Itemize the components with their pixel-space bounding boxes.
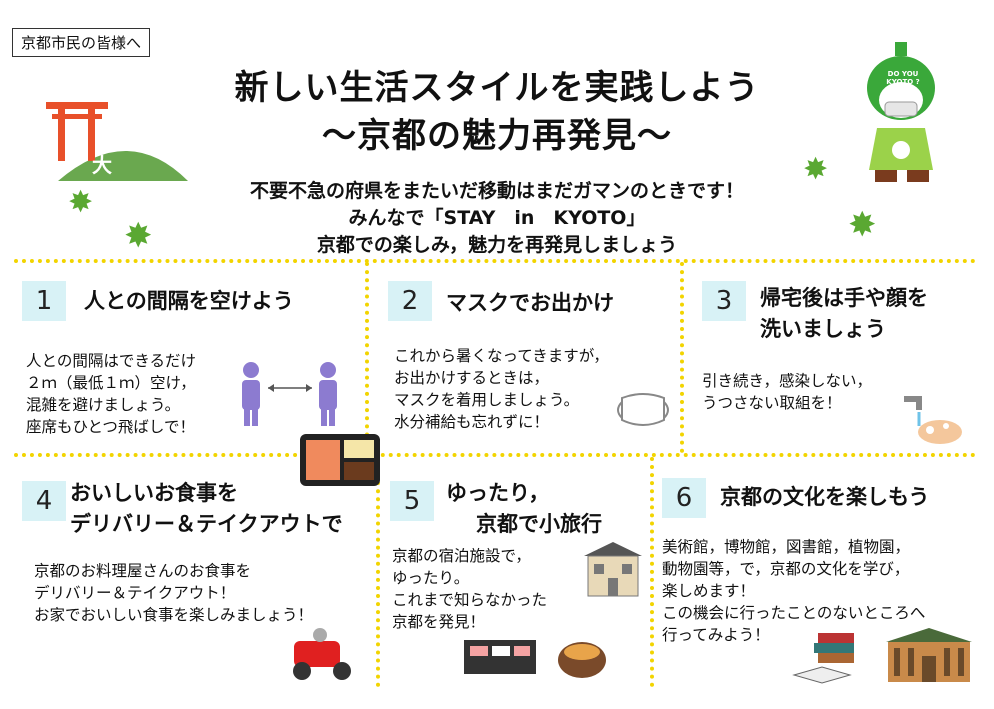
section-heading: マスクでお出かけ (446, 291, 614, 315)
maple-leaf-icon: ✸ (124, 216, 153, 256)
section-number: 2 (388, 281, 432, 321)
maple-leaf-icon: ✸ (803, 152, 829, 187)
section-heading: おいしいお食事を デリバリー＆テイクアウトで (70, 481, 343, 536)
mascot-illustration (867, 42, 935, 182)
books-icon (792, 633, 854, 684)
section-body: 引き続き，感染しない， うつさない取組を！ (702, 372, 873, 412)
social-distance-icon (242, 362, 337, 426)
divider-vertical (376, 457, 380, 687)
section-number: 6 (662, 478, 706, 518)
torii-hill-illustration (46, 102, 188, 181)
intro-line: みんなで「STAY in KYOTO」 (348, 207, 646, 229)
kyoto-cuisine-icon (464, 640, 606, 678)
divider-vertical (365, 262, 369, 453)
section-body: 京都のお料理屋さんのお食事を デリバリー＆テイクアウト！ お家でおいしい食事を楽… (34, 562, 314, 624)
delivery-scooter-icon (293, 628, 351, 680)
section-body: 人との間隔はできるだけ ２ｍ（最低１ｍ）空け， 混雑を避けましょう。 座席もひと… (26, 352, 197, 436)
intro-text: 不要不急の府県をまたいだ移動はまだガマンのときです！ みんなで「STAY in … (0, 178, 994, 259)
section-number: 4 (22, 481, 66, 521)
mascot-cap-text: DO YOU KYOTO ? (886, 70, 920, 86)
main-subtitle-title: ～京都の魅力再発見～ (322, 116, 672, 156)
museum-building-icon (886, 628, 972, 682)
audience-tag: 京都市民の皆様へ (12, 28, 151, 57)
divider-middle (14, 453, 976, 457)
divider-vertical (650, 457, 654, 687)
section-number: 1 (22, 281, 66, 321)
section-heading: ゆったり， 京都で小旅行 (446, 481, 602, 536)
section-body: 京都の宿泊施設で， ゆったり。 これまで知らなかった 京都を発見！ (392, 547, 548, 631)
section-heading: 帰宅後は手や顔を 洗いましょう (760, 286, 928, 341)
section-number: 5 (390, 481, 434, 521)
hill-character: 大 (92, 153, 112, 177)
section-number: 3 (702, 281, 746, 321)
section-body: 美術館，博物館，図書館，植物園， 動物園等，で，京都の文化を学び， 楽しめます！… (662, 538, 926, 644)
inn-building-icon (584, 542, 642, 597)
bento-box-icon (300, 434, 380, 486)
maple-leaf-icon: ✸ (848, 205, 877, 245)
divider-top (14, 259, 976, 263)
section-body: これから暑くなってきますが， お出かけするときは， マスクを着用しましょう。 水… (394, 347, 609, 431)
intro-line: 京都での楽しみ，魅力を再発見しましょう (316, 234, 678, 256)
hand-washing-icon (904, 396, 962, 444)
divider-vertical (680, 262, 684, 453)
section-heading: 人との間隔を空けよう (84, 289, 294, 313)
main-title: 新しい生活スタイルを実践しよう (234, 68, 760, 108)
intro-line: 不要不急の府県をまたいだ移動はまだガマンのときです！ (249, 180, 744, 202)
maple-leaf-icon: ✸ (68, 185, 94, 220)
section-heading: 京都の文化を楽しもう (720, 485, 930, 509)
face-mask-icon (617, 393, 669, 426)
